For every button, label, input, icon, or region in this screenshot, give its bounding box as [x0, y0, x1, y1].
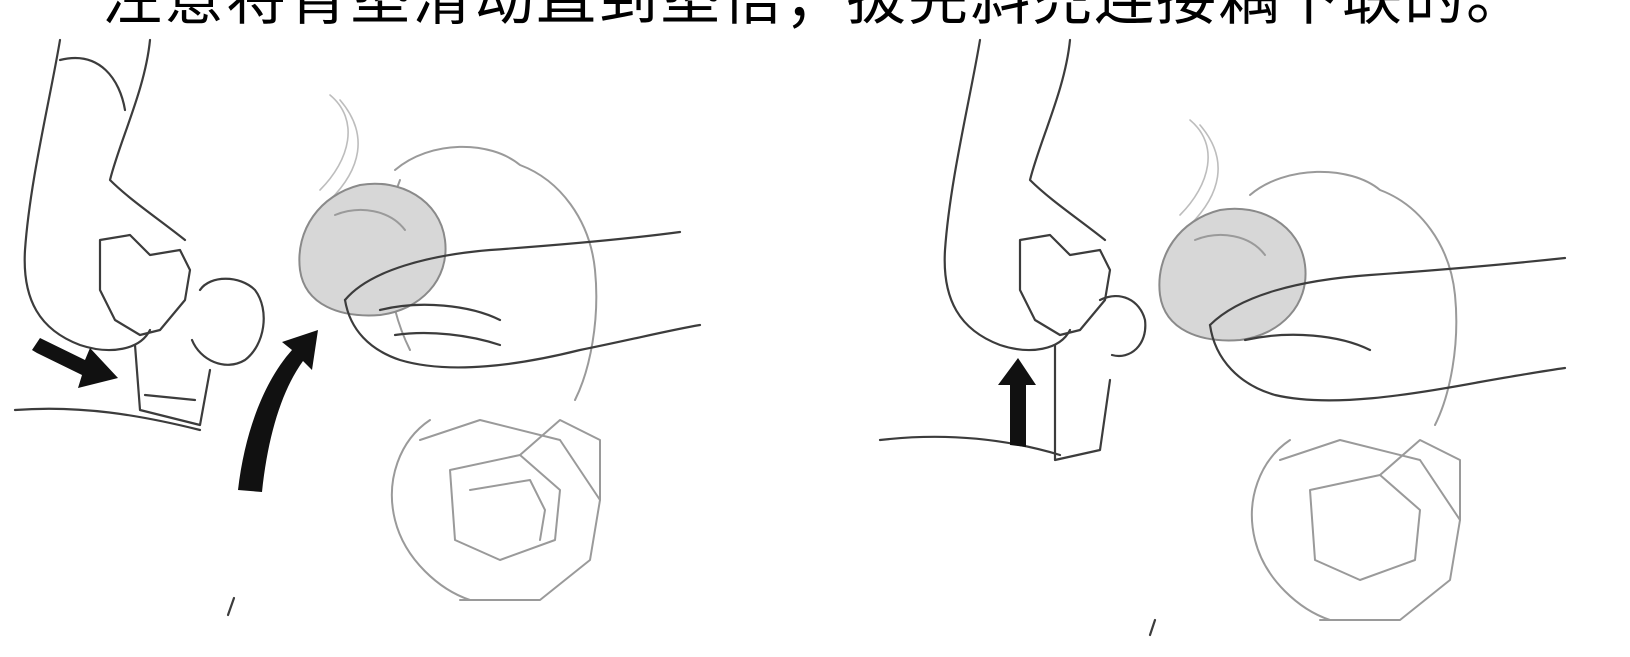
push-up-arrow: [998, 358, 1036, 447]
push-right-arrow: [32, 338, 118, 388]
step-1-panel: [15, 40, 700, 600]
mask-cushion-2: [1159, 209, 1305, 341]
left-hand-illustration: [15, 40, 264, 430]
tick-mark-left: [228, 598, 234, 615]
mask-cushion: [299, 184, 445, 316]
patient-head-illustration-2: [1180, 120, 1460, 620]
step-2-panel: [880, 40, 1565, 620]
patient-head-illustration: [320, 95, 600, 600]
tick-mark-right: [1150, 620, 1155, 635]
